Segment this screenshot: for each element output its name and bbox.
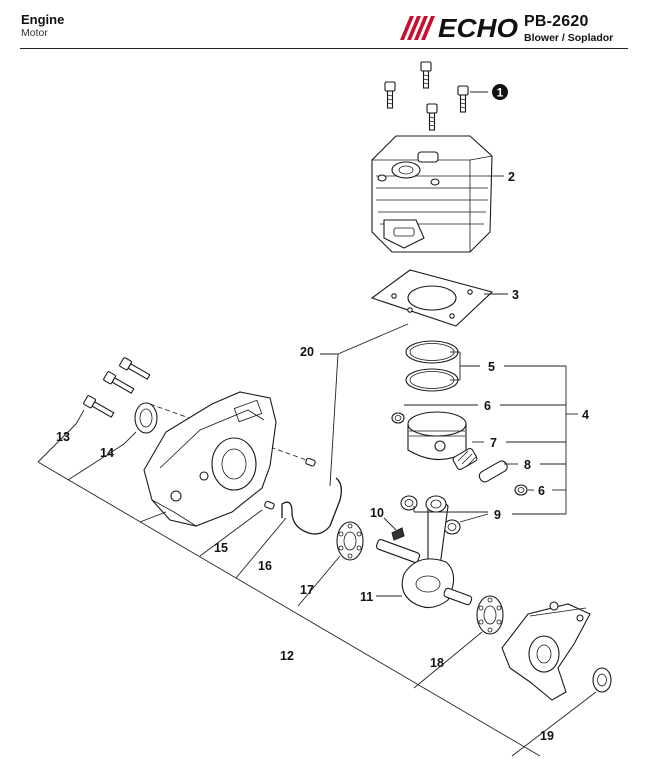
cylinder-bolts: [384, 61, 469, 131]
echo-logo: ECHO: [400, 13, 518, 42]
callout-19: 19: [540, 729, 554, 743]
callout-10: 10: [370, 506, 384, 520]
piston-pin: [478, 460, 508, 483]
section-header: Engine Motor: [21, 12, 64, 39]
echo-logo-text: ECHO: [438, 13, 518, 42]
callout-11: 11: [360, 590, 373, 604]
callout-8: 8: [524, 458, 531, 472]
callout-1-label: 1: [497, 86, 504, 100]
callout-6-upper: 6: [484, 399, 491, 413]
woodruff-key: [391, 527, 405, 541]
callout-1: 1: [492, 84, 508, 100]
needle-bearing: [452, 447, 478, 471]
brand-header: ECHO PB-2620 Blower / Soplador: [398, 12, 628, 46]
callout-17: 17: [300, 583, 314, 597]
leader-lines: [37, 91, 597, 757]
oil-seal-right: [592, 667, 612, 693]
crankshaft-bearing-right: [476, 595, 504, 635]
section-title: Engine: [21, 12, 65, 27]
callout-3: 3: [512, 288, 519, 302]
crankshaft: [375, 495, 473, 609]
callout-16: 16: [258, 559, 272, 573]
piston-rings: [405, 340, 459, 392]
callout-14: 14: [100, 446, 114, 460]
crankcase-left-half: [143, 391, 277, 527]
crankcase-gasket: [281, 477, 342, 535]
oil-seal-left: [134, 402, 158, 434]
cylinder: [371, 135, 493, 253]
callout-6-lower: 6: [538, 484, 545, 498]
circlips: [391, 412, 528, 496]
callout-13: 13: [56, 430, 70, 444]
callout-2: 2: [508, 170, 515, 184]
crankcase-screws: [83, 357, 151, 418]
crankshaft-bearing-left: [336, 521, 364, 561]
dowel-pins: [264, 457, 316, 510]
callout-9: 9: [494, 508, 501, 522]
model-number: PB-2620: [524, 13, 589, 30]
callout-15: 15: [214, 541, 228, 555]
header-divider: [20, 48, 628, 49]
model-subtitle: Blower / Soplador: [524, 32, 614, 44]
callout-4: 4: [582, 408, 589, 422]
callout-20: 20: [300, 345, 314, 359]
piston: [407, 411, 467, 461]
cylinder-gasket: [370, 269, 494, 327]
callout-5: 5: [488, 360, 495, 374]
crankcase-right-half: [501, 601, 591, 701]
callout-18: 18: [430, 656, 444, 670]
callout-12: 12: [280, 649, 294, 663]
callout-7: 7: [490, 436, 497, 450]
section-subtitle: Motor: [21, 27, 48, 39]
